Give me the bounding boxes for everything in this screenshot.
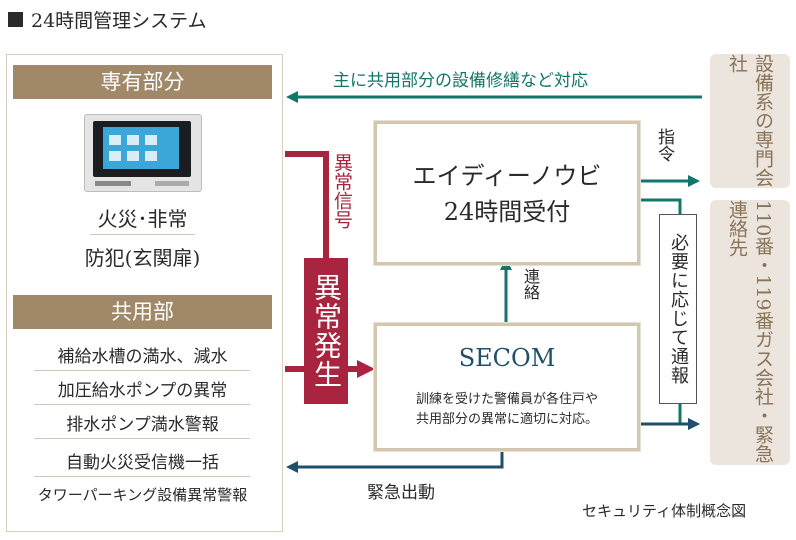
- common-divider: [34, 404, 250, 405]
- common-item-drain-pump: 排水ポンプ満水警報: [66, 415, 219, 435]
- private-item-fire: 火災･非常: [97, 207, 188, 231]
- secom-title: SECOM: [458, 344, 556, 372]
- occurrence-box: 異常発生: [304, 258, 348, 404]
- intercom-display: [103, 127, 179, 169]
- secom-desc-line2: 共用部分の異常に適切に対応。: [415, 412, 598, 427]
- center-title-line1: エイディーノウビ: [412, 162, 602, 190]
- common-divider: [34, 476, 250, 477]
- page-heading: 24時間管理システム: [8, 6, 207, 33]
- command-label: 指令: [654, 128, 674, 162]
- intercom-panel-image: [84, 114, 202, 192]
- signal-line: [285, 151, 329, 262]
- dispatch-label: 緊急出動: [367, 483, 435, 503]
- common-item-pressure-pump: 加圧給水ポンプの異常: [57, 381, 228, 401]
- common-item-water-tank: 補給水槽の満水、減水: [57, 347, 228, 367]
- figure-caption: セキュリティ体制概念図: [582, 502, 747, 520]
- private-item-security: 防犯(玄関扉): [84, 246, 201, 270]
- emergency-contacts-panel: 110番・119番ガス会社・緊急連絡先: [710, 200, 790, 465]
- common-area-header: 共用部: [13, 295, 272, 329]
- private-area-header: 専有部分: [13, 65, 272, 99]
- secom-desc-line1: 訓練を受けた警備員が各住戸や: [415, 392, 598, 407]
- equipment-company-panel: 設備系の専門会社: [710, 54, 790, 188]
- common-item-parking: タワーパーキング設備異常警報: [37, 486, 248, 504]
- center-title-line2: 24時間受付: [443, 198, 571, 226]
- common-divider: [34, 370, 250, 371]
- dispatch-arrow: [286, 448, 504, 473]
- intercom-screen: [93, 121, 191, 177]
- heading-square-icon: [8, 12, 23, 27]
- secom-box: SECOM 訓練を受けた警備員が各住戸や 共用部分の異常に適切に対応。: [373, 322, 641, 452]
- signal-label: 異常信号: [331, 153, 353, 229]
- contact-label: 連絡: [521, 268, 540, 300]
- private-divider: [90, 234, 195, 235]
- common-item-fire-receiver: 自動火災受信機一括: [66, 453, 219, 473]
- reception-center-box: エイディーノウビ 24時間受付: [373, 120, 641, 266]
- common-divider: [34, 438, 250, 439]
- report-as-needed-box: 必要に応じて通報: [659, 214, 697, 404]
- repair-arrow-label: 主に共用部分の設備修繕など対応: [333, 71, 588, 91]
